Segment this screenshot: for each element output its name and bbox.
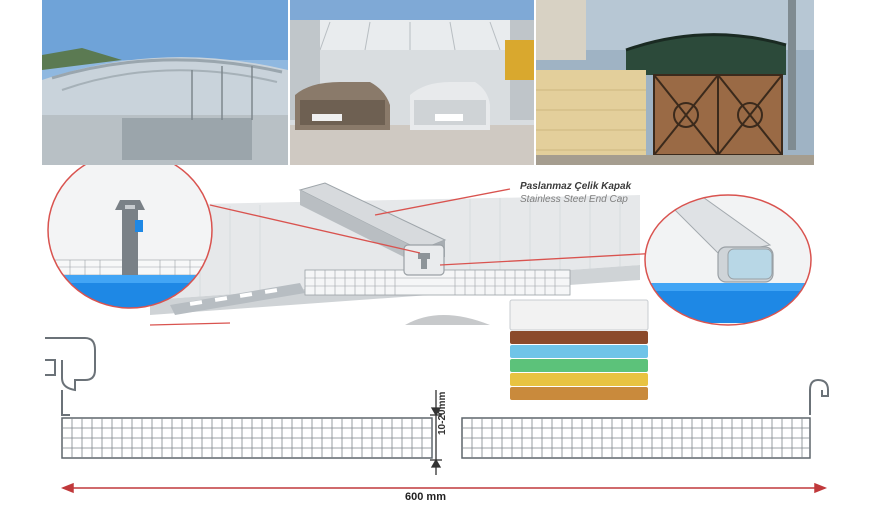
width-label: 600 mm [405,491,446,503]
connector-profile [403,244,445,276]
right-edge-profile [809,378,829,415]
cross-section-grid-left [61,417,433,459]
thickness-dimension [430,390,442,475]
zoom-bubble-connector [47,165,213,309]
color-swatch [510,387,648,400]
end-cap-label-tr: Paslanmaz Çelik Kapak [520,181,632,192]
cross-section-grid-right [461,417,811,459]
photo-curved-roof [42,0,288,165]
zoom-bubble-end-cap [644,194,812,326]
color-swatch [510,359,648,372]
color-swatch [510,331,648,344]
end-cap-label-en: Stainless Steel End Cap [520,194,628,205]
panel-core-grid [304,269,571,296]
color-swatch-stack [509,299,649,400]
panel-connection-diagram [47,165,812,326]
width-dimension [60,482,828,494]
color-swatch [510,373,648,386]
left-edge-profile [45,337,96,416]
photo-carport-cars [290,0,534,165]
color-swatch [510,345,648,358]
photo-arched-carport-gate [536,0,814,165]
color-swatch [509,299,649,331]
panel-cross-section [45,337,829,494]
thickness-label: 10-20mm [437,391,448,435]
